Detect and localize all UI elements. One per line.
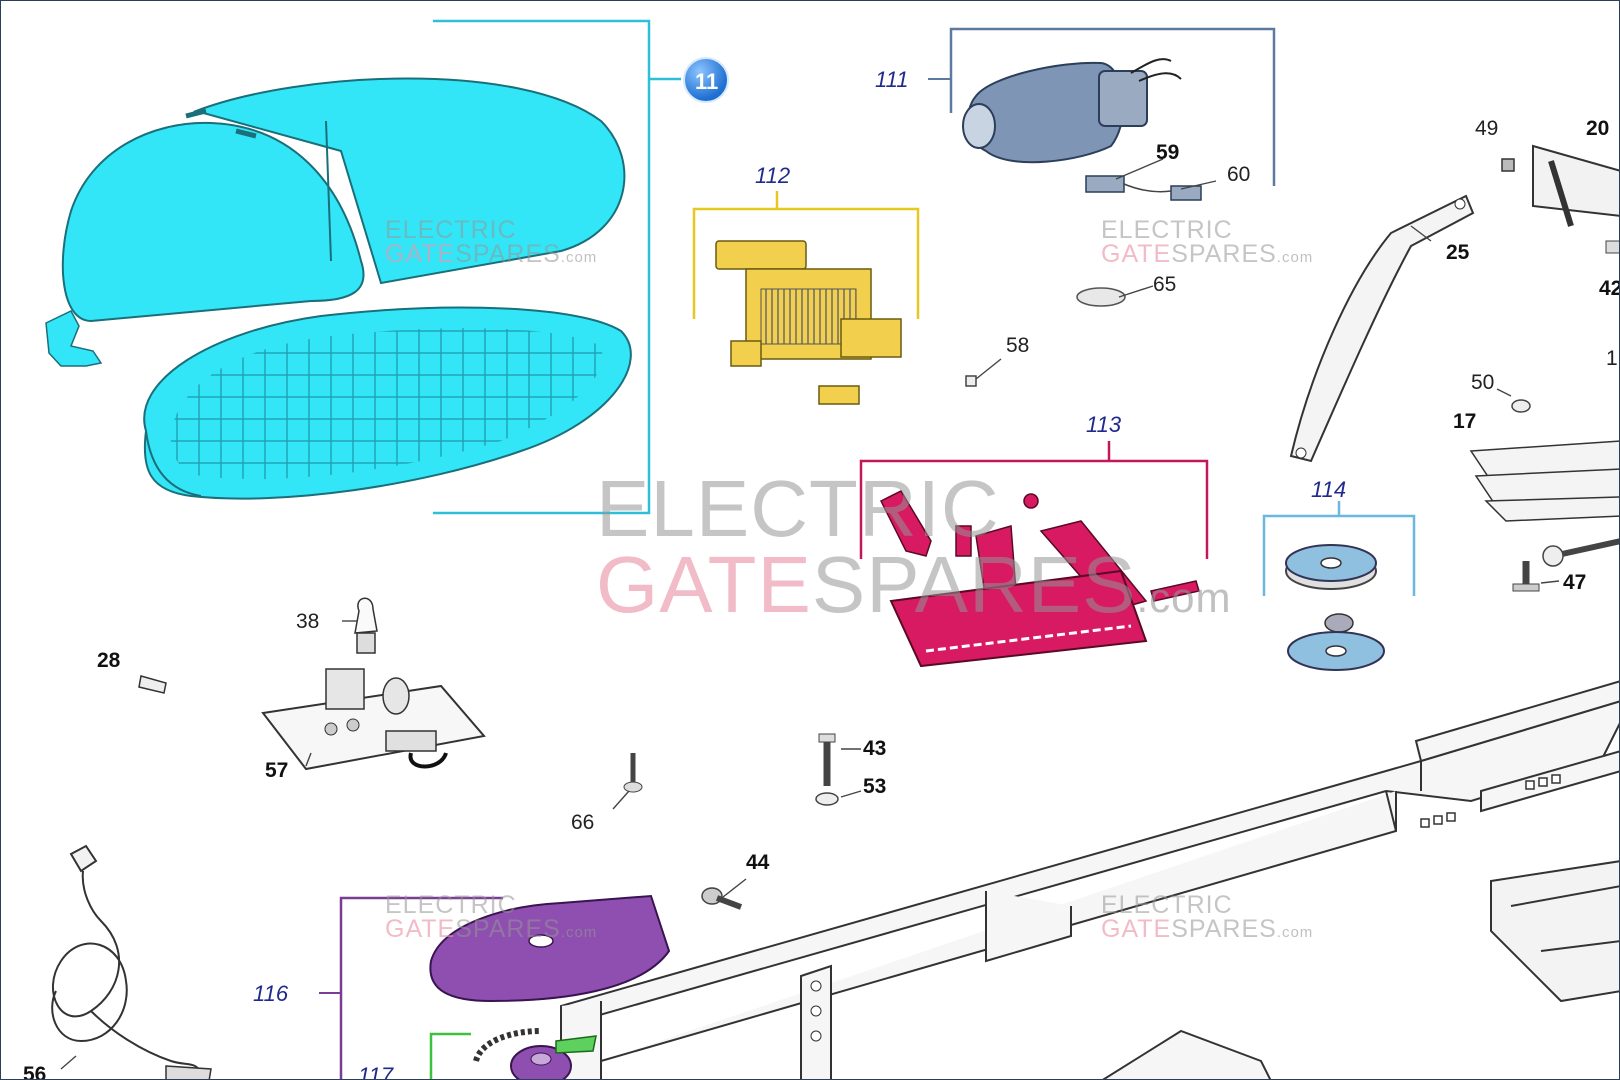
arm-25 <box>1289 194 1475 463</box>
part-label-47: 47 <box>1563 571 1587 594</box>
washer-65 <box>1076 287 1126 307</box>
leader-lines <box>60 158 1560 1070</box>
part-label-56: 56 <box>23 1063 47 1080</box>
transformer <box>715 240 902 405</box>
group-label-116: 116 <box>253 981 289 1006</box>
power-cable-56 <box>51 844 202 1074</box>
pin <box>1552 538 1619 559</box>
bracket-20 <box>1532 144 1619 217</box>
part-label-28: 28 <box>97 649 121 672</box>
nut-49 <box>1501 158 1515 172</box>
bolt-44 <box>701 887 743 910</box>
part-label-57: 57 <box>265 759 289 782</box>
screw-66 <box>623 753 643 793</box>
rail-assembly <box>560 680 1619 1079</box>
group-label-114: 114 <box>1311 477 1347 502</box>
bolt-47 <box>1512 561 1540 592</box>
part-label-65: 65 <box>1153 273 1177 296</box>
bracket-116 <box>339 896 503 1079</box>
motor-brushes <box>1085 175 1202 201</box>
rail-end-bracket <box>1490 860 1619 1003</box>
group-label-112: 112 <box>755 163 791 188</box>
nut-58 <box>965 375 977 387</box>
washer-50 <box>1511 399 1531 413</box>
drive-sprocket <box>473 1028 597 1079</box>
part-label-53: 53 <box>863 775 887 798</box>
part-label-1: 1 <box>1606 347 1618 370</box>
part-label-66: 66 <box>571 811 595 834</box>
washer-53 <box>815 792 839 806</box>
part-label-38: 38 <box>296 610 320 633</box>
fuse-28 <box>138 675 167 694</box>
group-label-113: 113 <box>1086 412 1122 437</box>
part-label-17: 17 <box>1453 410 1477 433</box>
carriage <box>879 490 1200 668</box>
control-board-57 <box>261 668 486 771</box>
part-label-25: 25 <box>1446 241 1470 264</box>
bracket-113 <box>859 441 1209 559</box>
bracket-112 <box>692 191 920 319</box>
part-label-50: 50 <box>1471 371 1495 394</box>
bracket-111 <box>949 27 1276 186</box>
pulley-set <box>1285 544 1385 671</box>
bracket-114 <box>1262 501 1416 596</box>
motor <box>962 58 1182 164</box>
bolt-43 <box>818 733 836 786</box>
group-label-111: 111 <box>875 67 909 92</box>
part-label-59: 59 <box>1156 141 1180 164</box>
part-label-60: 60 <box>1227 163 1251 186</box>
hanger-strip <box>800 964 832 1079</box>
part-label-43: 43 <box>863 737 887 760</box>
part-label-44: 44 <box>746 851 770 874</box>
part-label-49: 49 <box>1475 117 1499 140</box>
part-label-42: 42 <box>1599 277 1619 300</box>
bracket-110 <box>433 19 681 515</box>
group-badge-110[interactable]: 11 <box>683 57 729 103</box>
motor-plate <box>429 894 671 1003</box>
group-label-117: 117 <box>358 1063 394 1080</box>
bracket-117 <box>429 1032 471 1079</box>
part-label-58: 58 <box>1006 334 1030 357</box>
part-label-20: 20 <box>1586 117 1610 140</box>
bulb-38 <box>354 597 378 654</box>
cover-assembly <box>45 77 632 500</box>
